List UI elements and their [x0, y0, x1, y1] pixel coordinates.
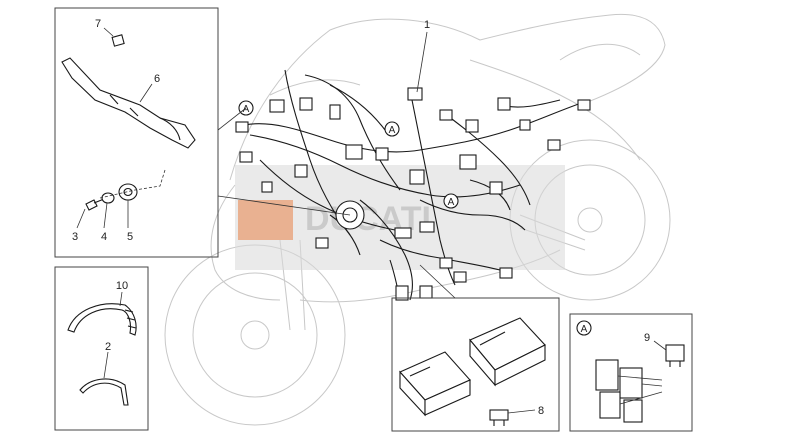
inset-bottom-center: 8: [391, 264, 560, 432]
svg-text:A: A: [448, 197, 455, 208]
part-3-screw: 3: [72, 198, 105, 243]
control-unit-lower: [399, 351, 471, 417]
svg-text:A: A: [581, 324, 588, 335]
part-7-clip: 7: [95, 18, 125, 47]
svg-text:5: 5: [127, 231, 133, 243]
svg-text:4: 4: [101, 231, 107, 243]
wiring-harness: [244, 69, 591, 301]
part-2-strap: 2: [79, 341, 129, 406]
part-6-bracket: 6: [61, 57, 196, 149]
harness-connectors: [235, 87, 591, 301]
svg-text:6: 6: [154, 73, 160, 85]
svg-text:A: A: [243, 104, 250, 115]
svg-text:10: 10: [116, 280, 128, 292]
part-10-band: 10: [67, 280, 137, 336]
motorcycle-outline: [164, 13, 671, 426]
svg-text:9: 9: [644, 332, 650, 344]
watermark: DUCATI: [235, 165, 565, 270]
part-1-callout: 1: [416, 19, 430, 93]
part-5-grommet: 5: [118, 183, 138, 243]
inset-bottom-right: A 9: [569, 313, 693, 432]
svg-text:8: 8: [538, 405, 544, 417]
relay-block: [595, 359, 663, 423]
callout-a-inset: A: [576, 320, 592, 336]
part-9-relay: 9: [644, 332, 685, 367]
callout-a-right: A: [443, 193, 459, 209]
part-4-washer: 4: [101, 192, 115, 243]
control-unit-upper: [469, 317, 546, 387]
inset-top-left: 7 6 3 4 5: [54, 7, 351, 258]
inset-bottom-left: 10 2: [54, 266, 149, 431]
callout-a-center: A: [384, 121, 400, 137]
svg-text:2: 2: [105, 341, 111, 353]
part-8-fuse: 8: [489, 405, 544, 426]
svg-text:A: A: [389, 125, 396, 136]
svg-text:7: 7: [95, 18, 101, 30]
svg-text:1: 1: [424, 19, 430, 31]
svg-text:3: 3: [72, 231, 78, 243]
